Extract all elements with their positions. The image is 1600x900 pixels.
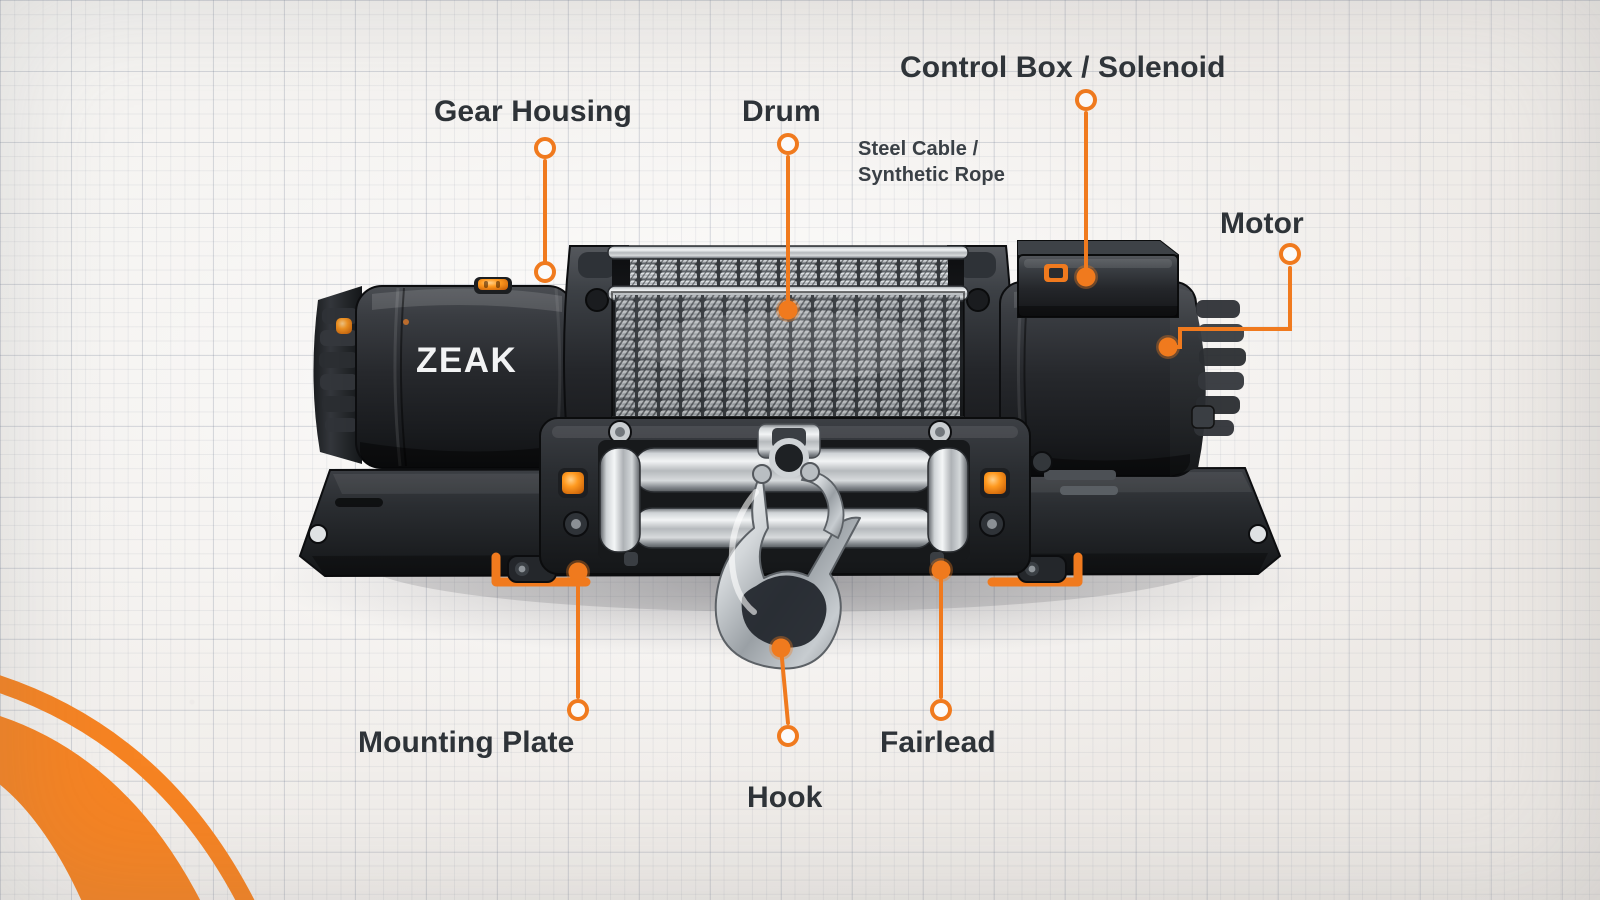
callout-label-mounting-plate: Mounting Plate: [358, 726, 575, 759]
secondary-label-cable-line1: Steel Cable /: [858, 138, 979, 160]
callout-label-control-box: Control Box / Solenoid: [900, 51, 1226, 84]
hook-part: [714, 423, 861, 670]
control-box-part: [1017, 240, 1179, 318]
callout-label-gear-housing: Gear Housing: [434, 95, 632, 128]
callout-label-drum: Drum: [742, 95, 821, 128]
brand-text: ZEAK: [416, 341, 517, 380]
secondary-label-cable: Steel Cable / Synthetic Rope: [858, 136, 1005, 189]
callout-label-hook: Hook: [747, 781, 823, 814]
callout-label-motor: Motor: [1220, 207, 1304, 240]
secondary-label-cable-line2: Synthetic Rope: [858, 164, 1005, 187]
gear-housing-part: ZEAK: [313, 277, 575, 469]
callout-label-fairlead: Fairlead: [880, 726, 996, 759]
